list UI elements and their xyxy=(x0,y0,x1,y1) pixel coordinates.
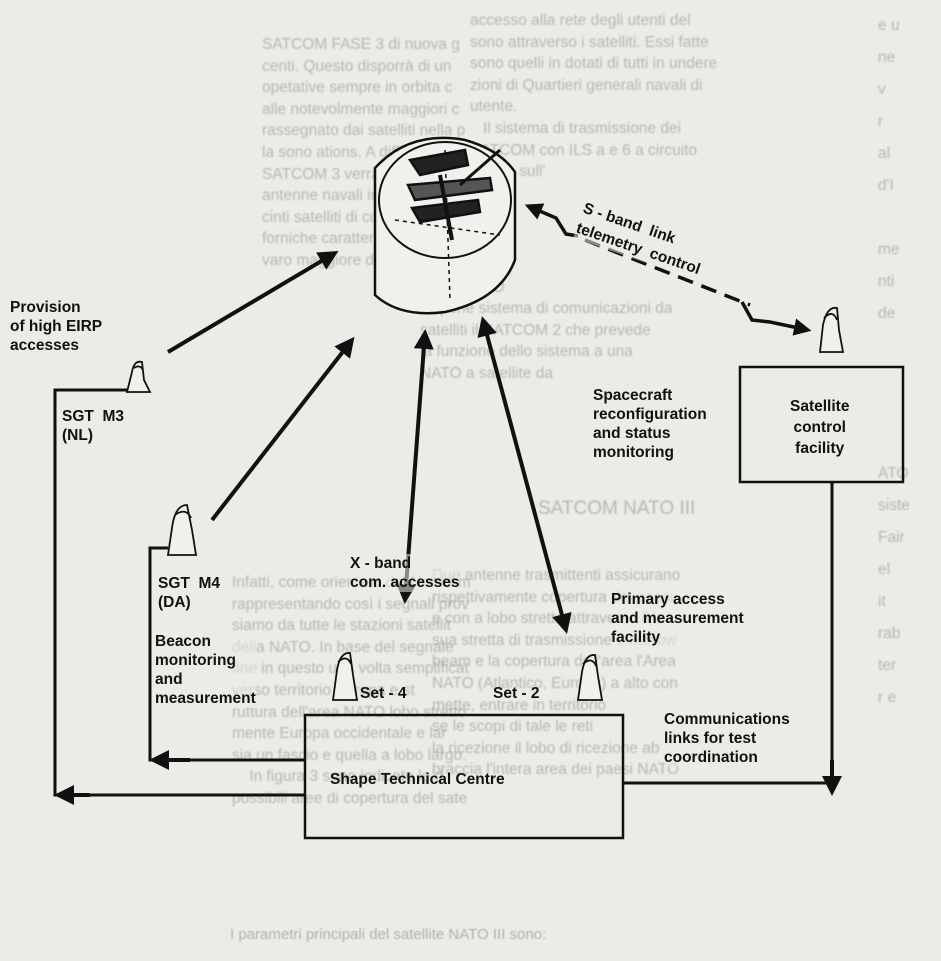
label-spacecraft-reconfiguration: Spacecraft reconfiguration and status mo… xyxy=(593,386,707,462)
arrow-satellite-set-2 xyxy=(477,316,572,634)
label-primary-access-facility: Primary access and measurement facility xyxy=(611,590,744,647)
background-text-right-edge: e u ne v r al d'I me nti de ATO siste Fa… xyxy=(878,17,910,706)
antenna-icon-set-4 xyxy=(331,652,359,701)
label-set-4: Set - 4 xyxy=(360,685,407,702)
antenna-icon-sgt-m4 xyxy=(166,504,198,556)
s-band-telemetry-link xyxy=(524,203,579,238)
label-communications-links: Communications links for test coordinati… xyxy=(664,710,790,767)
antenna-icon-set-2 xyxy=(576,654,604,701)
label-provision-high-eirp: Provision of high EIRP accesses xyxy=(10,298,103,355)
satellite-control-facility-box xyxy=(738,365,905,484)
s-band-link-to-control xyxy=(740,301,812,336)
arrow-provision-to-satellite xyxy=(166,250,339,354)
antenna-icon-satellite-control xyxy=(818,306,845,353)
background-caption: I parametri principali del satellite NAT… xyxy=(230,926,547,943)
label-shape-technical-centre: Shape Technical Centre xyxy=(330,771,505,788)
label-sgt-m3: SGT M3 (NL) xyxy=(62,408,125,444)
label-x-band-accesses: X - band com. accesses xyxy=(350,554,460,592)
arrow-m4-to-satellite xyxy=(210,336,355,522)
shape-technical-centre-box xyxy=(303,713,625,840)
background-text-right-top: accesso alla rete degli utenti del sono … xyxy=(470,12,718,181)
link-shape-to-sgt-m4 xyxy=(148,546,305,762)
label-beacon-monitoring: Beacon monitoring and measurement xyxy=(155,632,256,708)
link-shape-to-sgt-m3 xyxy=(53,388,305,797)
label-set-2: Set - 2 xyxy=(493,685,540,702)
label-satellite-control-facility: Satellite control facility xyxy=(790,398,850,457)
antenna-icon-sgt-m3 xyxy=(125,360,152,393)
label-sgt-m4: SGT M4 (DA) xyxy=(158,575,221,611)
satellite-icon xyxy=(373,136,517,315)
